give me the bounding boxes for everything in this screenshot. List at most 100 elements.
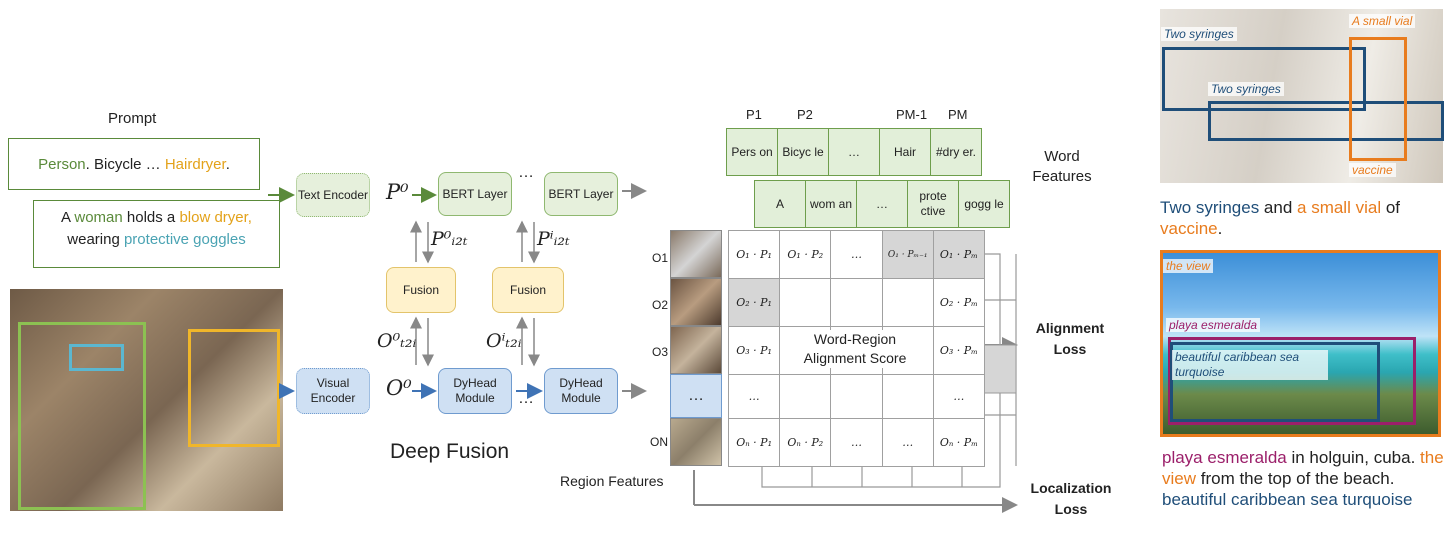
matrix-cell: O₁ · P₂ xyxy=(779,230,832,279)
bbox-two-syringes-2 xyxy=(1208,101,1444,141)
p-label-1: P1 xyxy=(746,107,762,122)
tag-caribbean-sea: beautiful caribbean sea turquoise xyxy=(1172,350,1328,380)
bbox-hairdryer xyxy=(188,329,280,447)
word-cell-goggle: gogg le xyxy=(958,180,1010,228)
word-cell-bicycle: Bicyc le xyxy=(777,128,829,176)
region-thumb-n xyxy=(670,418,722,466)
caption-span: woman xyxy=(74,209,123,226)
region-label-o3: O3 xyxy=(652,345,669,359)
matrix-cell: O₁ · P₁ xyxy=(728,230,781,279)
bbox-playa-esmeralda xyxy=(1168,337,1416,425)
region-thumb-ellipsis: … xyxy=(670,374,722,418)
matrix-cell: Oₙ · P₁ xyxy=(728,418,781,467)
caption-span: in holguin, cuba. xyxy=(1286,448,1421,467)
visual-feature-o0: O⁰ xyxy=(386,376,412,400)
matrix-cell xyxy=(779,374,832,419)
matrix-cell: O₃ · P₁ xyxy=(728,326,781,375)
prompt-box-sentence: A woman holds a blow dryer, wearing prot… xyxy=(33,200,280,268)
tag-the-view: the view xyxy=(1163,259,1214,273)
p-label-2: P2 xyxy=(797,107,813,122)
tag-two-syringes-1: Two syringes xyxy=(1161,27,1237,41)
o-t2i-0: O⁰ₜ₂ᵢ xyxy=(377,330,417,352)
p-label-m-1: PM-1 xyxy=(896,107,928,122)
region-label-on: ON xyxy=(650,435,668,449)
prompt-line-sentence-2: wearing protective goggles xyxy=(34,229,279,251)
tag-small-vial: A small vial xyxy=(1349,14,1416,28)
ellipsis-text-layers: … xyxy=(518,164,534,181)
caption-span: from the top of the beach. xyxy=(1196,469,1395,488)
deep-fusion-label: Deep Fusion xyxy=(390,440,510,463)
caption-span: protective goggles xyxy=(123,231,246,248)
dyhead-module-2: DyHead Module xyxy=(544,368,618,414)
caption-span: the view xyxy=(1162,448,1444,488)
prompt-line-sentence-1: A woman holds a blow dryer, xyxy=(34,207,279,229)
caption-span: . Bicycle … xyxy=(85,155,165,173)
caption-span: Two syringes xyxy=(1160,198,1260,217)
word-features-label: Word Features xyxy=(1032,148,1092,185)
matrix-cell: … xyxy=(830,418,883,467)
matrix-cell: … xyxy=(728,374,781,419)
word-cell-hair: Hair xyxy=(879,128,931,176)
visual-encoder-node: Visual Encoder xyxy=(296,368,370,414)
word-cell-person: Pers on xyxy=(726,128,778,176)
fusion-node-2: Fusion xyxy=(492,267,564,313)
matrix-cell: … xyxy=(932,374,985,419)
bbox-small-vial xyxy=(1349,37,1407,161)
word-cell-woman: wom an xyxy=(805,180,857,228)
prompt-title: Prompt xyxy=(108,110,157,127)
prompt-line-categories: Person. Bicycle … Hairdryer. xyxy=(38,156,230,173)
bbox-goggles xyxy=(69,344,124,371)
bert-layer-1: BERT Layer xyxy=(438,172,512,216)
example-image-beach: the view playa esmeralda beautiful carib… xyxy=(1160,250,1441,437)
word-cell-a: A xyxy=(754,180,806,228)
caption-span: blow dryer, xyxy=(179,209,252,226)
p-label-m: PM xyxy=(948,107,968,122)
tag-vaccine: vaccine xyxy=(1349,163,1396,177)
caption-span: of xyxy=(1381,198,1401,217)
caption-span: . xyxy=(1217,219,1223,238)
prompt-box-categories: Person. Bicycle … Hairdryer. xyxy=(8,138,260,190)
caption-span: Hairdryer xyxy=(164,155,226,173)
example-image-vaccine: Two syringes A small vial Two syringes v… xyxy=(1160,9,1444,183)
matrix-cell: O₁ · Pₘ xyxy=(932,230,985,279)
text-encoder-node: Text Encoder xyxy=(296,173,370,217)
tag-two-syringes-2: Two syringes xyxy=(1208,82,1284,96)
matrix-cell xyxy=(881,278,934,327)
example-caption-beach: playa esmeralda in holguin, cuba. the vi… xyxy=(1162,447,1447,510)
word-cell-dryer: #dry er. xyxy=(930,128,982,176)
matrix-cell: … xyxy=(881,418,934,467)
caption-span: a small vial xyxy=(1297,198,1382,217)
matrix-cell xyxy=(881,374,934,419)
tag-playa-esmeralda: playa esmeralda xyxy=(1166,318,1261,332)
region-features-label: Region Features xyxy=(560,473,664,489)
o-t2i-i: Oⁱₜ₂ᵢ xyxy=(486,330,522,352)
matrix-cell xyxy=(830,374,883,419)
ellipsis-visual-layers: … xyxy=(518,390,534,407)
matrix-cell: Oₙ · Pₘ xyxy=(932,418,985,467)
caption-span: . xyxy=(225,155,230,173)
region-label-o2: O2 xyxy=(652,298,669,312)
region-label-o1: O1 xyxy=(652,251,669,265)
matrix-cell xyxy=(779,278,832,327)
caption-span: A xyxy=(61,209,75,226)
matrix-cell: … xyxy=(830,230,883,279)
region-thumb-1 xyxy=(670,230,722,278)
caption-span: Person xyxy=(38,155,86,173)
matrix-cell: O₂ · Pₘ xyxy=(932,278,985,327)
word-cell-protective: prote ctive xyxy=(907,180,959,228)
region-thumb-3 xyxy=(670,326,722,374)
matrix-cell: O₂ · P₁ xyxy=(728,278,781,327)
matrix-cell: O₁ · Pₘ₋₁ xyxy=(881,230,934,279)
bert-layer-2: BERT Layer xyxy=(544,172,618,216)
caption-span: holds a xyxy=(122,209,180,226)
bbox-caribbean-sea xyxy=(1170,342,1380,422)
text-feature-p0: P⁰ xyxy=(386,180,409,204)
caption-span: vaccine xyxy=(1160,219,1218,238)
alignment-loss-label: Alignment Loss xyxy=(1035,320,1105,357)
matrix-cell: O₃ · Pₘ xyxy=(932,326,985,375)
matrix-cell: Oₙ · P₂ xyxy=(779,418,832,467)
p-i2t-0: P⁰ᵢ₂ₜ xyxy=(431,228,468,250)
dyhead-module-1: DyHead Module xyxy=(438,368,512,414)
bbox-two-syringes-1 xyxy=(1162,47,1366,111)
